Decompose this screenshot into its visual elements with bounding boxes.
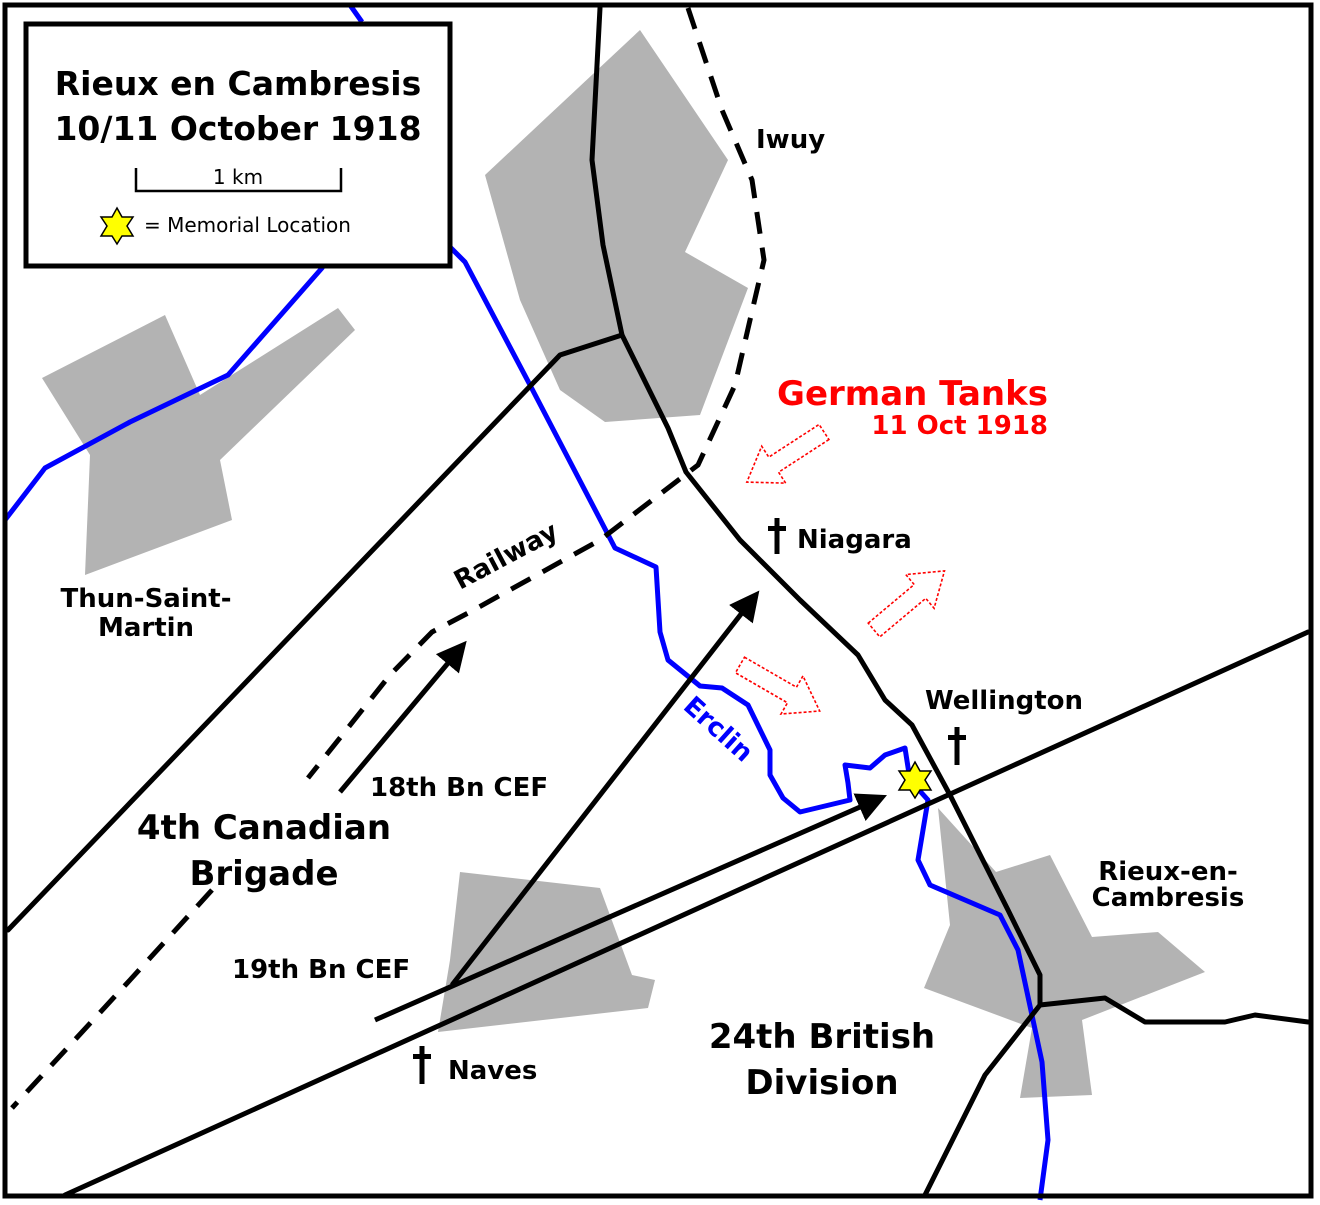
- label-wellington: Wellington: [925, 686, 1083, 716]
- railway-south: [10, 888, 214, 1110]
- label-german-tanks: German Tanks: [777, 374, 1048, 414]
- tank-arrow-southeast: [734, 656, 821, 715]
- label-niagara: Niagara: [797, 525, 912, 555]
- legend-title-line1: Rieux en Cambresis: [55, 64, 421, 103]
- label-british-1: 24th British: [709, 1017, 935, 1057]
- river-erclin: [347, 3, 1051, 1201]
- label-thun-1: Thun-Saint-: [61, 584, 232, 614]
- scale-label: 1 km: [213, 165, 263, 189]
- label-british-2: Division: [745, 1063, 898, 1103]
- road-east: [1037, 995, 1311, 1025]
- road-west-diagonal: [5, 332, 625, 933]
- town-rieux-area: [924, 808, 1205, 1098]
- tank-arrows: [734, 423, 946, 715]
- star-icon: [897, 760, 933, 800]
- label-rieux-2: Cambresis: [1092, 883, 1245, 913]
- road-east-west-south: [62, 629, 1311, 1198]
- railway-north: [306, 7, 767, 780]
- cross-icon: [948, 727, 966, 765]
- town-thun-area: [42, 308, 355, 575]
- advance-arrow-19th-bn-north: [450, 590, 760, 987]
- town-iwuy-area: [485, 30, 748, 422]
- label-canadian-1: 4th Canadian: [137, 808, 391, 848]
- tank-arrow-northeast: [867, 569, 946, 639]
- legend-box: Rieux en Cambresis 10/11 October 1918 1 …: [23, 21, 453, 269]
- cemeteries: [413, 518, 966, 1084]
- cross-icon: [768, 518, 786, 554]
- label-tanks-date: 11 Oct 1918: [871, 411, 1048, 441]
- road-main-north-south: [589, 5, 1043, 1198]
- railway-lines: [10, 7, 767, 1110]
- legend-memorial-text: = Memorial Location: [144, 213, 351, 237]
- legend-title-line2: 10/11 October 1918: [54, 109, 421, 148]
- star-icon: [99, 206, 135, 246]
- town-naves-area: [438, 872, 655, 1032]
- label-rieux-1: Rieux-en-: [1098, 857, 1238, 887]
- advance-arrows: [338, 590, 887, 1023]
- scale-bar: 1 km: [134, 165, 343, 193]
- cross-icon: [413, 1046, 431, 1084]
- roads: [5, 5, 1311, 1198]
- advance-arrow-18th-bn: [338, 640, 467, 794]
- label-naves: Naves: [448, 1056, 537, 1086]
- label-railway: Railway: [449, 517, 563, 597]
- label-canadian-2: Brigade: [189, 854, 338, 894]
- advance-arrow-19th-bn-east: [373, 793, 887, 1023]
- tank-arrow-southwest: [745, 423, 831, 484]
- label-18th-bn: 18th Bn CEF: [370, 773, 548, 803]
- label-19th-bn: 19th Bn CEF: [232, 955, 410, 985]
- label-thun-2: Martin: [98, 613, 194, 643]
- label-iwuy: Iwuy: [756, 125, 825, 155]
